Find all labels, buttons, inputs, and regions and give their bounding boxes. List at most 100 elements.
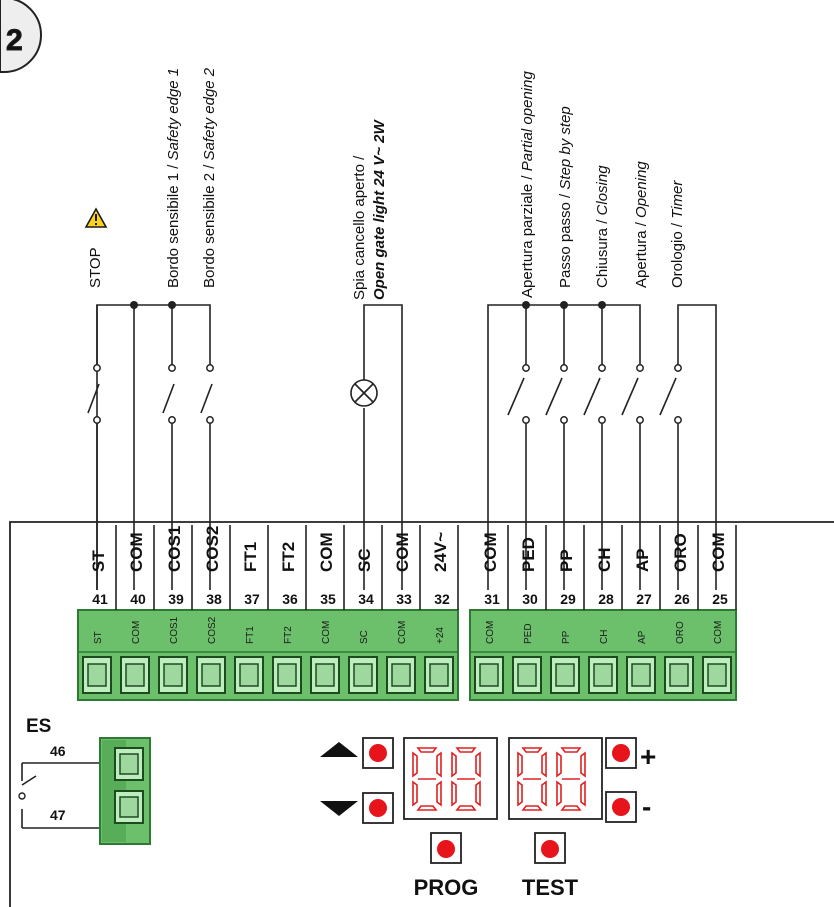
control-panel: 88 88 + - PROG TEST — [320, 737, 656, 900]
terminal-name-terminals_right-6: COM — [709, 532, 728, 572]
prog-button[interactable] — [430, 832, 462, 864]
display-segment — [541, 780, 547, 807]
terminal-screw-terminals_left-0[interactable] — [82, 656, 112, 694]
terminal-print-terminals_left-4: FT1 — [245, 626, 256, 644]
display-segment — [580, 780, 586, 807]
terminal-print-terminals_left-0: ST — [93, 631, 104, 644]
terminal-print-terminals_right-5: ORO — [675, 621, 686, 644]
terminal-print-terminals_right-0: COM — [485, 621, 496, 644]
terminal-number-terminals_left-1: 40 — [130, 591, 146, 607]
terminal-name-terminals_right-1: PED — [519, 537, 538, 572]
terminal-name-terminals_left-6: COM — [317, 532, 336, 572]
terminal-screw-terminals_left-7[interactable] — [348, 656, 378, 694]
terminal-number-terminals_left-6: 35 — [320, 591, 336, 607]
es-connector: ES 46 47 — [18, 716, 151, 845]
terminal-print-terminals_left-1: COM — [131, 621, 142, 644]
display-segment — [412, 751, 418, 778]
terminal-screw-terminals_left-5[interactable] — [272, 656, 302, 694]
terminal-screw-terminals_left-8[interactable] — [386, 656, 416, 694]
terminal-screw-terminals_right-6[interactable] — [702, 656, 732, 694]
display-segment — [436, 780, 442, 807]
display-segment — [451, 780, 457, 807]
display-segment — [451, 751, 457, 778]
terminal-screw-terminals_left-9[interactable] — [424, 656, 454, 694]
terminal-number-terminals_right-6: 25 — [712, 591, 728, 607]
display-left — [403, 737, 498, 820]
terminal-name-terminals_left-2: COS1 — [165, 526, 184, 572]
terminal-print-terminals_left-7: SC — [359, 630, 370, 644]
terminal-name-terminals_left-8: COM — [393, 532, 412, 572]
terminal-print-terminals_left-9: +24 — [435, 627, 446, 644]
display-segment — [517, 751, 523, 778]
terminal-number-terminals_left-2: 39 — [168, 591, 184, 607]
terminal-name-terminals_right-0: COM — [481, 532, 500, 572]
terminal-number-terminals_left-7: 34 — [358, 591, 374, 607]
test-button[interactable] — [534, 832, 566, 864]
es-terminal-47: 47 — [50, 807, 66, 823]
display-segment — [580, 751, 586, 778]
terminal-screw-terminals_right-3[interactable] — [588, 656, 618, 694]
display-segment — [475, 780, 481, 807]
terminal-print-terminals_left-2: COS1 — [169, 616, 180, 644]
plus-label: + — [640, 741, 656, 772]
wiring — [87, 301, 717, 590]
terminal-name-terminals_left-9: 24V~ — [431, 532, 450, 572]
terminal-screw-terminals_right-2[interactable] — [550, 656, 580, 694]
terminal-screw-terminals_right-0[interactable] — [474, 656, 504, 694]
label-opening: Apertura / Opening — [633, 161, 650, 288]
display-segment — [541, 751, 547, 778]
step-badge: 2 — [0, 0, 42, 73]
display-segment — [560, 805, 582, 811]
terminal-print-terminals_right-6: COM — [713, 621, 724, 644]
display-segment — [521, 805, 543, 811]
terminal-number-terminals_left-5: 36 — [282, 591, 298, 607]
terminal-name-terminals_right-5: ORO — [671, 533, 690, 572]
terminal-number-terminals_right-3: 28 — [598, 591, 614, 607]
terminal-number-terminals_left-9: 32 — [434, 591, 450, 607]
up-button[interactable] — [362, 737, 394, 769]
display-segment — [436, 751, 442, 778]
display-segment — [556, 780, 562, 807]
minus-button[interactable] — [605, 791, 637, 823]
label-step-by-step: Passo passo / Step by step — [557, 106, 574, 288]
terminal-number-terminals_left-4: 37 — [244, 591, 260, 607]
down-button[interactable] — [362, 792, 394, 824]
terminal-screw-terminals_right-4[interactable] — [626, 656, 656, 694]
display-segment — [521, 747, 543, 753]
display-segment — [556, 751, 562, 778]
terminal-screw-terminals_right-5[interactable] — [664, 656, 694, 694]
es-terminal-46: 46 — [50, 743, 66, 759]
terminal-screw-terminals_left-3[interactable] — [196, 656, 226, 694]
display-segment — [475, 751, 481, 778]
display-segment — [560, 747, 582, 753]
terminal-screw-terminals_left-2[interactable] — [158, 656, 188, 694]
terminal-print-terminals_right-2: PP — [561, 630, 572, 644]
terminal-print-terminals_left-3: COS2 — [207, 616, 218, 644]
label-open-gate-light-it: Spia cancello aperto / — [351, 155, 368, 300]
terminal-number-terminals_right-1: 30 — [522, 591, 538, 607]
terminal-block-left: ST41STCOM40COMCOS139COS1COS238COS2FT137F… — [77, 525, 459, 701]
label-partial-opening: Apertura parziale / Partial opening — [519, 71, 536, 298]
label-safety-edge-1: Bordo sensibile 1 / Safety edge 1 — [165, 68, 182, 288]
board-outline — [9, 521, 834, 907]
terminal-print-terminals_left-5: FT2 — [283, 626, 294, 644]
es-label: ES — [26, 716, 51, 737]
terminal-screw-terminals_left-6[interactable] — [310, 656, 340, 694]
terminal-print-terminals_left-8: COM — [397, 621, 408, 644]
warning-triangle-icon — [84, 207, 108, 228]
terminal-screw-terminals_left-1[interactable] — [120, 656, 150, 694]
terminal-number-terminals_left-8: 33 — [396, 591, 412, 607]
down-arrow-icon — [320, 801, 358, 816]
terminal-print-terminals_left-6: COM — [321, 621, 332, 644]
terminal-screw-terminals_left-4[interactable] — [234, 656, 264, 694]
label-stop: STOP — [87, 247, 104, 288]
terminal-name-terminals_right-4: AP — [633, 548, 652, 572]
terminal-name-terminals_left-7: SC — [355, 548, 374, 572]
label-open-gate-light-en: Open gate light 24 V~ 2W — [371, 119, 388, 300]
test-label: TEST — [522, 875, 579, 900]
prog-label: PROG — [414, 875, 479, 900]
plus-button[interactable] — [605, 737, 637, 769]
display-segment — [517, 780, 523, 807]
terminal-name-terminals_left-4: FT1 — [241, 542, 260, 572]
terminal-screw-terminals_right-1[interactable] — [512, 656, 542, 694]
